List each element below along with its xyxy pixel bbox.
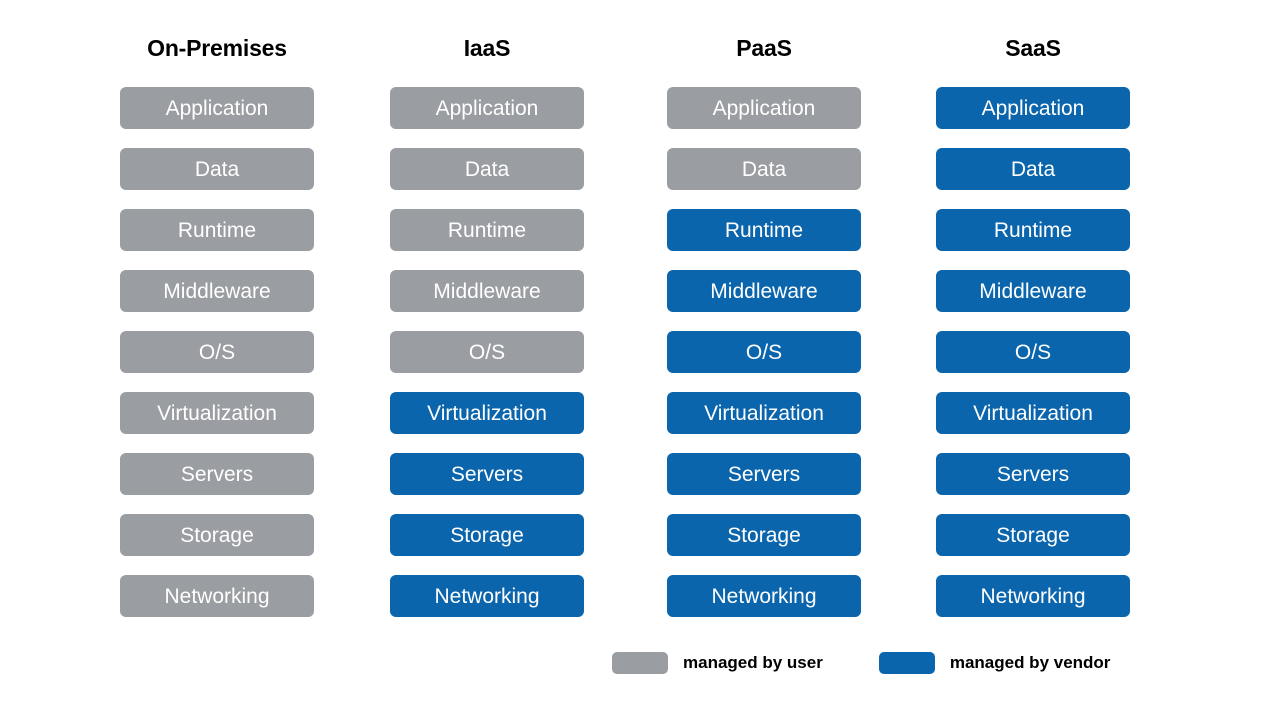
column-header: IaaS xyxy=(463,35,511,61)
layer-box-networking[interactable]: Networking xyxy=(390,575,584,617)
layer-box-data[interactable]: Data xyxy=(667,148,861,190)
layer-box-o-s[interactable]: O/S xyxy=(667,331,861,373)
layer-label: Virtualization xyxy=(704,401,824,425)
layer-box-networking[interactable]: Networking xyxy=(120,575,314,617)
layer-label: Servers xyxy=(996,462,1070,486)
layer-label: Runtime xyxy=(724,218,804,242)
layer-label: Application xyxy=(981,96,1085,120)
layer-box-networking[interactable]: Networking xyxy=(936,575,1130,617)
column-header: SaaS xyxy=(1005,35,1061,61)
layer-label: Networking xyxy=(434,584,540,608)
layer-label: O/S xyxy=(468,340,506,364)
legend-item-user: managed by user xyxy=(612,652,823,674)
layer-label: Networking xyxy=(980,584,1086,608)
layer-label: Application xyxy=(165,96,269,120)
layer-label: Application xyxy=(435,96,539,120)
legend-swatch-vendor xyxy=(878,652,935,674)
layer-box-storage[interactable]: Storage xyxy=(667,514,861,556)
legend-label: managed by vendor xyxy=(949,653,1111,672)
layer-box-o-s[interactable]: O/S xyxy=(390,331,584,373)
layer-box-o-s[interactable]: O/S xyxy=(120,331,314,373)
legend-label: managed by user xyxy=(683,653,823,672)
layer-box-middleware[interactable]: Middleware xyxy=(667,270,861,312)
layer-box-application[interactable]: Application xyxy=(936,87,1130,129)
column-header: On-Premises xyxy=(147,35,287,61)
layer-box-servers[interactable]: Servers xyxy=(667,453,861,495)
layer-label: Storage xyxy=(996,523,1070,547)
layer-label: Networking xyxy=(164,584,270,608)
column-header: PaaS xyxy=(736,35,792,61)
layer-box-servers[interactable]: Servers xyxy=(120,453,314,495)
legend-swatch-user xyxy=(612,652,668,674)
layer-label: Virtualization xyxy=(157,401,277,425)
layer-box-application[interactable]: Application xyxy=(120,87,314,129)
layer-label: Storage xyxy=(450,523,524,547)
layer-label: Virtualization xyxy=(973,401,1093,425)
layer-box-storage[interactable]: Storage xyxy=(936,514,1130,556)
layer-label: O/S xyxy=(1014,340,1052,364)
layer-box-virtualization[interactable]: Virtualization xyxy=(120,392,314,434)
layer-label: Servers xyxy=(180,462,254,486)
layer-box-runtime[interactable]: Runtime xyxy=(936,209,1130,251)
layer-box-virtualization[interactable]: Virtualization xyxy=(936,392,1130,434)
layer-label: Middleware xyxy=(979,279,1087,303)
layer-box-servers[interactable]: Servers xyxy=(936,453,1130,495)
layer-box-virtualization[interactable]: Virtualization xyxy=(390,392,584,434)
layer-box-data[interactable]: Data xyxy=(120,148,314,190)
layer-label: Data xyxy=(194,157,240,181)
layer-box-storage[interactable]: Storage xyxy=(390,514,584,556)
layer-label: Runtime xyxy=(447,218,527,242)
layer-box-data[interactable]: Data xyxy=(936,148,1130,190)
layer-box-middleware[interactable]: Middleware xyxy=(120,270,314,312)
layer-label: Middleware xyxy=(710,279,818,303)
legend-item-vendor: managed by vendor xyxy=(878,652,1111,674)
layer-box-application[interactable]: Application xyxy=(390,87,584,129)
layer-label: Storage xyxy=(727,523,801,547)
layer-box-runtime[interactable]: Runtime xyxy=(120,209,314,251)
layer-label: Servers xyxy=(727,462,801,486)
layer-box-runtime[interactable]: Runtime xyxy=(390,209,584,251)
layer-box-middleware[interactable]: Middleware xyxy=(936,270,1130,312)
layer-box-data[interactable]: Data xyxy=(390,148,584,190)
layer-box-networking[interactable]: Networking xyxy=(667,575,861,617)
layer-label: Networking xyxy=(711,584,817,608)
layer-label: Data xyxy=(464,157,510,181)
layer-label: Storage xyxy=(180,523,254,547)
layer-label: O/S xyxy=(745,340,783,364)
layer-box-servers[interactable]: Servers xyxy=(390,453,584,495)
layer-box-virtualization[interactable]: Virtualization xyxy=(667,392,861,434)
legend: managed by user managed by vendor xyxy=(612,651,1110,675)
layer-label: Middleware xyxy=(433,279,541,303)
layer-box-storage[interactable]: Storage xyxy=(120,514,314,556)
layer-label: Runtime xyxy=(177,218,257,242)
layer-label: Application xyxy=(712,96,816,120)
layer-label: Virtualization xyxy=(427,401,547,425)
layer-label: O/S xyxy=(198,340,236,364)
layer-box-application[interactable]: Application xyxy=(667,87,861,129)
layer-box-o-s[interactable]: O/S xyxy=(936,331,1130,373)
layer-box-middleware[interactable]: Middleware xyxy=(390,270,584,312)
layer-label: Data xyxy=(741,157,787,181)
layer-label: Data xyxy=(1010,157,1056,181)
layer-box-runtime[interactable]: Runtime xyxy=(667,209,861,251)
layer-label: Runtime xyxy=(993,218,1073,242)
layer-label: Servers xyxy=(450,462,524,486)
layer-label: Middleware xyxy=(163,279,271,303)
